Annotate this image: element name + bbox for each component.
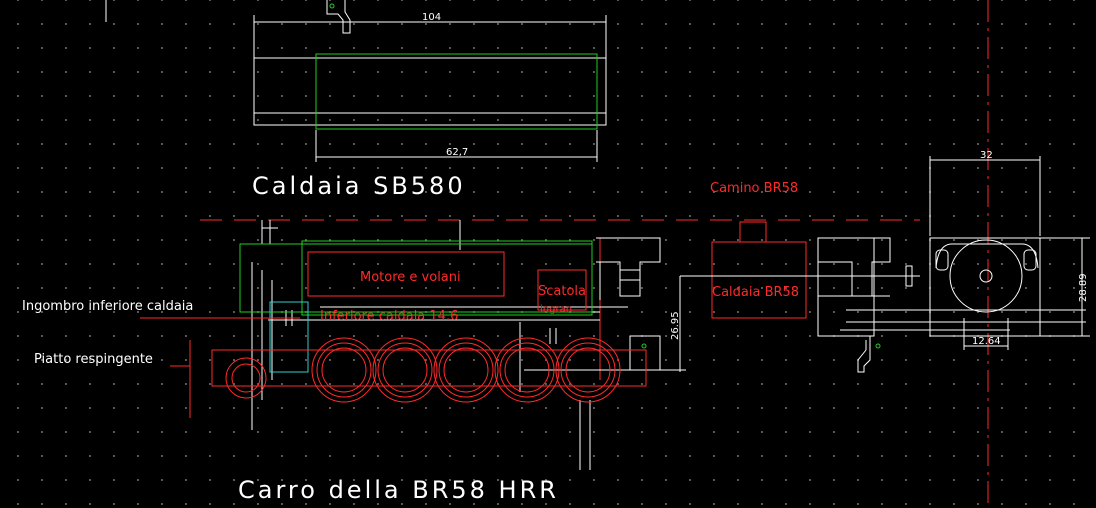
title-chassis: Carro della BR58 HRR <box>238 476 559 504</box>
label-caldaia-br58: Caldaia BR58 <box>712 285 799 300</box>
pony-wheel <box>225 357 267 399</box>
gearbox-box <box>537 269 587 311</box>
driving-wheel-5 <box>555 337 621 403</box>
label-piatto: Piatto respingente <box>34 352 153 367</box>
dimension-2695 <box>660 275 920 372</box>
dim-1264: 12.64 <box>972 336 1001 347</box>
dim-2695: 26.95 <box>670 311 681 340</box>
leader-lines <box>140 317 300 418</box>
chassis-frame <box>211 349 647 387</box>
buffer-plate <box>269 301 309 373</box>
label-scatola: Scatola <box>538 284 586 299</box>
label-motore: Motore e volani <box>360 270 461 285</box>
centerlines <box>200 0 989 508</box>
front-marker <box>875 343 881 349</box>
driving-wheel-4 <box>494 337 560 403</box>
driving-wheel-1 <box>311 337 377 403</box>
chassis-marker <box>641 343 647 349</box>
boiler-sb580-view <box>105 0 607 162</box>
title-boiler: Caldaia SB580 <box>252 172 466 200</box>
dim-2889: 28.89 <box>1078 273 1089 302</box>
driving-wheel-2 <box>372 337 438 403</box>
label-ingombro: Ingombro inferiore caldaia <box>22 299 193 314</box>
label-ingran: ingran <box>540 304 572 315</box>
dim-32: 32 <box>980 150 993 161</box>
boiler-marker <box>329 3 335 9</box>
boiler-underside-outline <box>301 240 593 316</box>
dim-627: 62,7 <box>446 147 468 158</box>
boiler-green-outline <box>315 53 598 130</box>
front-view <box>817 156 1090 373</box>
label-inferiore: Inferiore caldaia 14.6 <box>320 309 458 324</box>
dim-104: 104 <box>422 12 441 23</box>
driving-wheel-3 <box>433 337 499 403</box>
wheels <box>225 337 621 403</box>
label-camino: Camino BR58 <box>710 181 798 196</box>
caldaia-br58-view <box>711 221 807 319</box>
motor-volani-box <box>307 251 505 297</box>
